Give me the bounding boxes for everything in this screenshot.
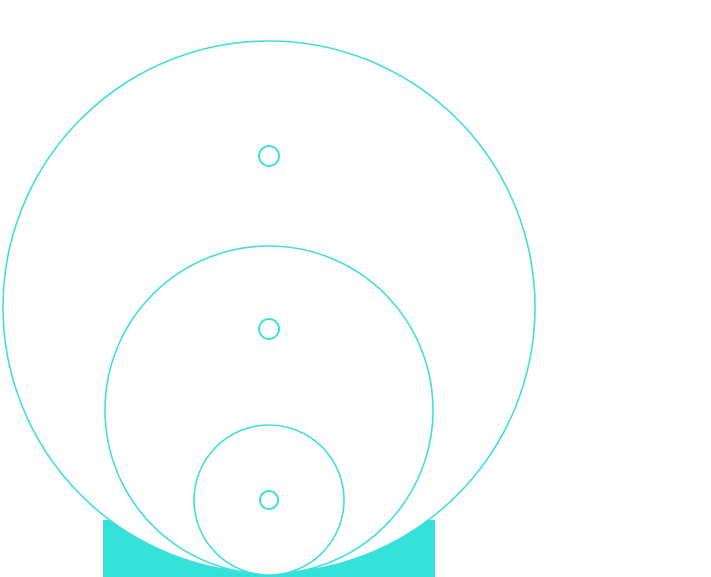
top-dot (258, 145, 280, 167)
middle-dot (258, 318, 280, 340)
bottom-dot (259, 490, 279, 510)
